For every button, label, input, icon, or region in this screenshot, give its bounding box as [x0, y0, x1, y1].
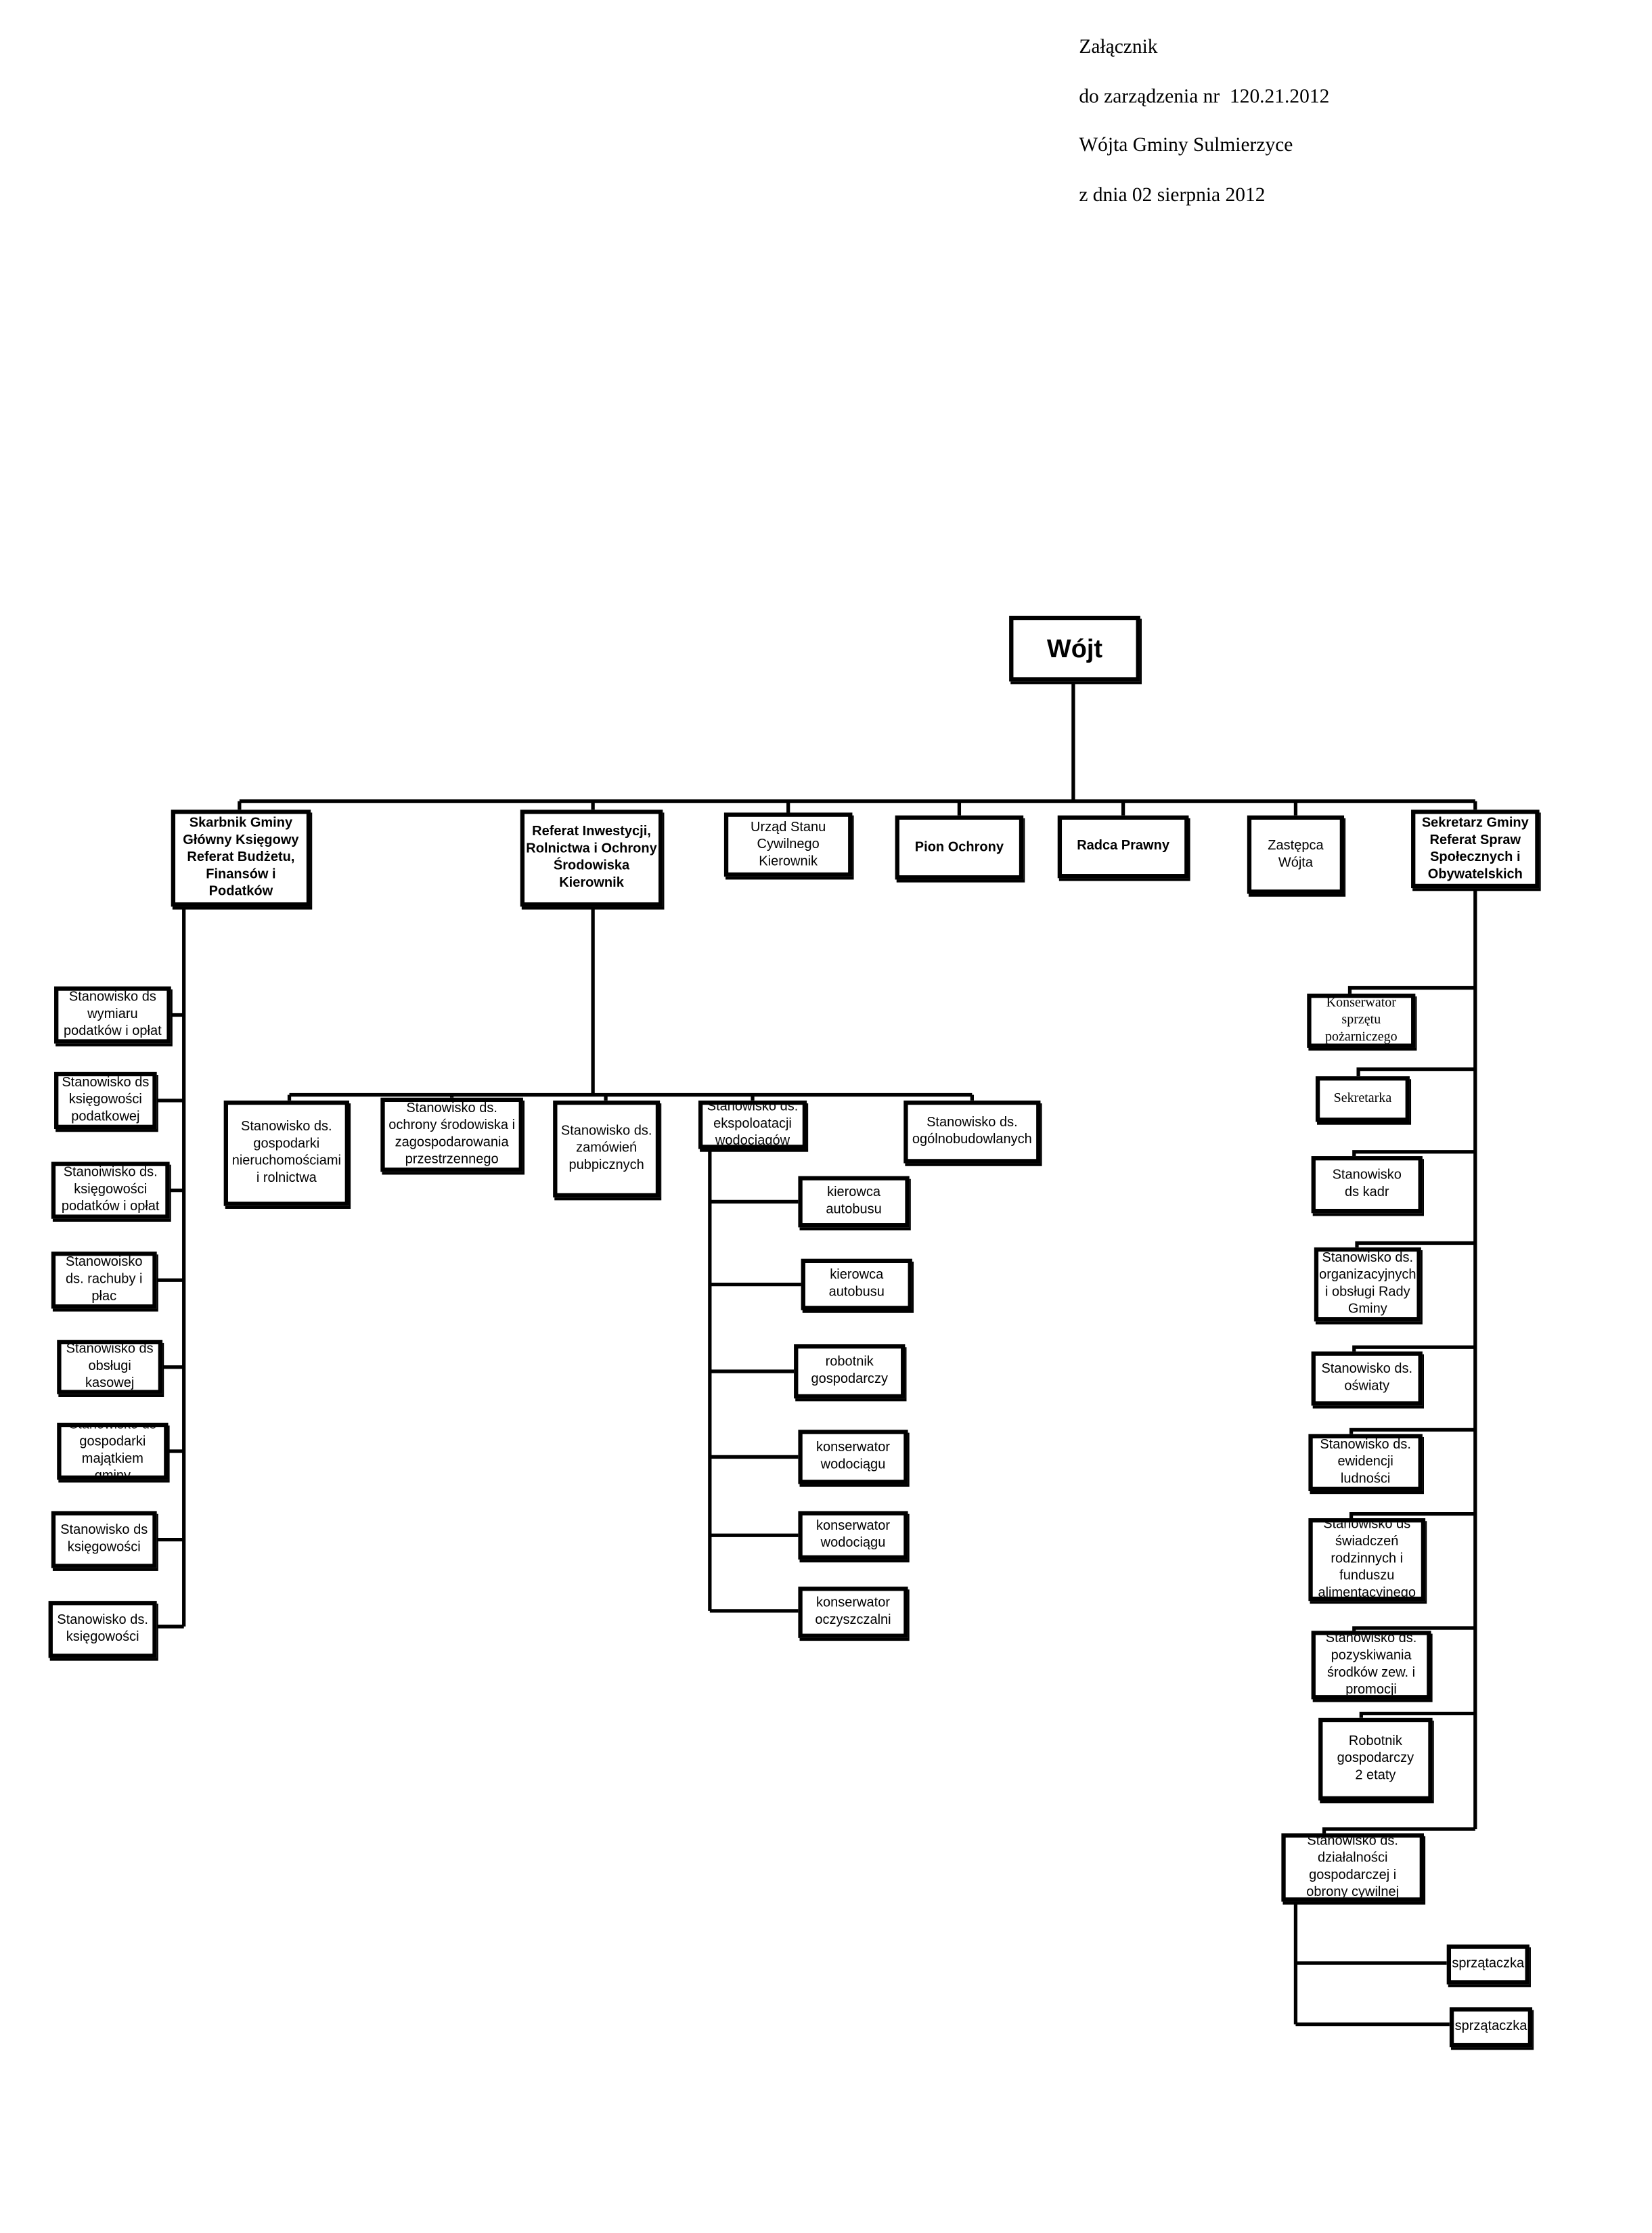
node-label: Stanowisko ds. zamówień pubpicznych: [560, 1123, 652, 1174]
node-label: Pion Ochrony: [914, 839, 1004, 855]
node-secretary-unit: Stanowisko ds. oświaty: [1311, 1351, 1423, 1406]
node-water-unit: robotnik gospodarczy: [794, 1344, 906, 1399]
node-finance-unit: Stanowisko ds księgowości podatkowej: [54, 1071, 157, 1130]
node-finance-unit: Stanowoisko ds. rachuby i płac: [51, 1252, 157, 1309]
node-finance-unit: Stanowisko ds księgowości: [51, 1511, 157, 1568]
node-pion-ochrony: Pion Ochrony: [895, 815, 1024, 880]
node-label: Stanowisko ds gospodarki majątkiem gminy: [68, 1422, 156, 1480]
node-label: Stanoiwisko ds. księgowości podatków i o…: [61, 1164, 160, 1215]
node-secretary-unit: Stanowisko ds. organizacyjnych i obsługi…: [1314, 1247, 1421, 1322]
node-label: Radca Prawny: [1077, 838, 1169, 854]
node-label: konserwator wodociągu: [816, 1518, 890, 1551]
header-line-1: Załącznik: [1079, 37, 1158, 59]
node-label: sprzątaczka: [1454, 2018, 1527, 2035]
node-zastepca-wojta: Zastępca Wójta: [1247, 815, 1345, 894]
node-secretary-unit: Stanowisko ds świadczeń rodzinnych i fun…: [1308, 1518, 1426, 1601]
node-cleaning-unit: sprzątaczka: [1446, 1944, 1530, 1985]
node-label: Stanowisko ds. oświaty: [1321, 1361, 1413, 1394]
node-label: Stanowisko ds. pozyskiwania środków zew.…: [1325, 1631, 1417, 1698]
node-radca-prawny: Radca Prawny: [1057, 815, 1189, 879]
node-label: Stanowisko ds. księgowości: [57, 1612, 148, 1645]
node-label: Konserwator sprzętu pożarniczego: [1324, 996, 1398, 1045]
node-label: Stanowisko ds. ogólnobudowlanych: [912, 1114, 1032, 1148]
node-water-unit: konserwator oczyszczalni: [798, 1587, 908, 1638]
node-label: robotnik gospodarczy: [811, 1354, 888, 1388]
node-finance-unit: Stanoiwisko ds. księgowości podatków i o…: [51, 1162, 170, 1219]
node-label: Wójt: [1046, 634, 1103, 663]
node-secretary-unit: Konserwator sprzętu pożarniczego: [1307, 993, 1416, 1048]
node-investment-unit: Stanowisko ds. ogólnobudowlanych: [903, 1100, 1041, 1164]
node-label: Stanowisko ds księgowości podatkowej: [62, 1074, 150, 1125]
header-line-2: do zarządzenia nr 120.21.2012: [1079, 87, 1330, 109]
node-investment-unit: Stanowisko ds.gospodarki nieruchomościam…: [223, 1100, 349, 1206]
node-water-unit: konserwator wodociągu: [798, 1511, 908, 1560]
node-label: Stanowisko ds księgowości: [60, 1522, 148, 1555]
node-cleaning-unit: sprzątaczka: [1449, 2007, 1533, 2048]
node-label: Stanowisko ds obsługi kasowej: [66, 1341, 154, 1392]
node-label: sprzątaczka: [1452, 1955, 1525, 1972]
node-finance-unit: Stanowisko ds obsługi kasowej: [57, 1340, 163, 1394]
node-label: Stanowisko ds. organizacyjnych i obsługi…: [1319, 1250, 1416, 1318]
node-label: Sekretarka: [1333, 1092, 1392, 1107]
node-secretary-unit: Stanowisko ds. pozyskiwania środków zew.…: [1311, 1631, 1431, 1700]
node-label: Stanowisko ds.gospodarki nieruchomościam…: [231, 1119, 341, 1187]
node-investment-unit: Stanowisko ds. ekspoloatacji wodociągów: [698, 1100, 807, 1149]
header-line-4: z dnia 02 sierpnia 2012: [1079, 185, 1266, 207]
node-secretary-unit: Stanowisko ds. działalności gospodarczej…: [1281, 1833, 1424, 1902]
node-finance-unit: Stanowisko ds. księgowości: [48, 1601, 157, 1658]
node-investment-unit: Stanowisko ds. zamówień pubpicznych: [553, 1100, 661, 1198]
node-label: konserwator wodociągu: [816, 1440, 890, 1473]
node-water-unit: konserwator wodociągu: [798, 1430, 908, 1484]
node-label: Stanowisko ds świadczeń rodzinnych i fun…: [1318, 1518, 1416, 1601]
node-finance-unit: Stanowisko ds wymiaru podatków i opłat: [54, 986, 171, 1044]
node-label: Stanowoisko ds. rachuby i płac: [66, 1254, 143, 1305]
node-label: Stanowisko ds wymiaru podatków i opłat: [64, 989, 162, 1040]
node-label: Zastępca Wójta: [1268, 837, 1324, 870]
node-label: Stanowisko ds. ochrony środowiska i zago…: [388, 1100, 516, 1168]
node-wojt: Wójt: [1009, 615, 1140, 682]
node-label: konserwator oczyszczalni: [815, 1595, 891, 1629]
node-investment-unit: Stanowisko ds. ochrony środowiska i zago…: [380, 1097, 523, 1172]
node-finance-unit: Stanowisko ds gospodarki majątkiem gminy: [57, 1422, 169, 1480]
node-secretary-unit: Stanowisko ds.ewidencji ludności: [1308, 1434, 1423, 1491]
node-label: Stanowisko ds. działalności gospodarczej…: [1306, 1833, 1400, 1901]
node-secretary-unit: Sekretarka: [1315, 1076, 1410, 1122]
node-label: Stanowisko ds. ekspoloatacji wodociągów: [707, 1100, 799, 1149]
node-label: Stanowisko ds.ewidencji ludności: [1320, 1436, 1411, 1487]
header-line-3: Wójta Gminy Sulmierzyce: [1079, 135, 1293, 157]
